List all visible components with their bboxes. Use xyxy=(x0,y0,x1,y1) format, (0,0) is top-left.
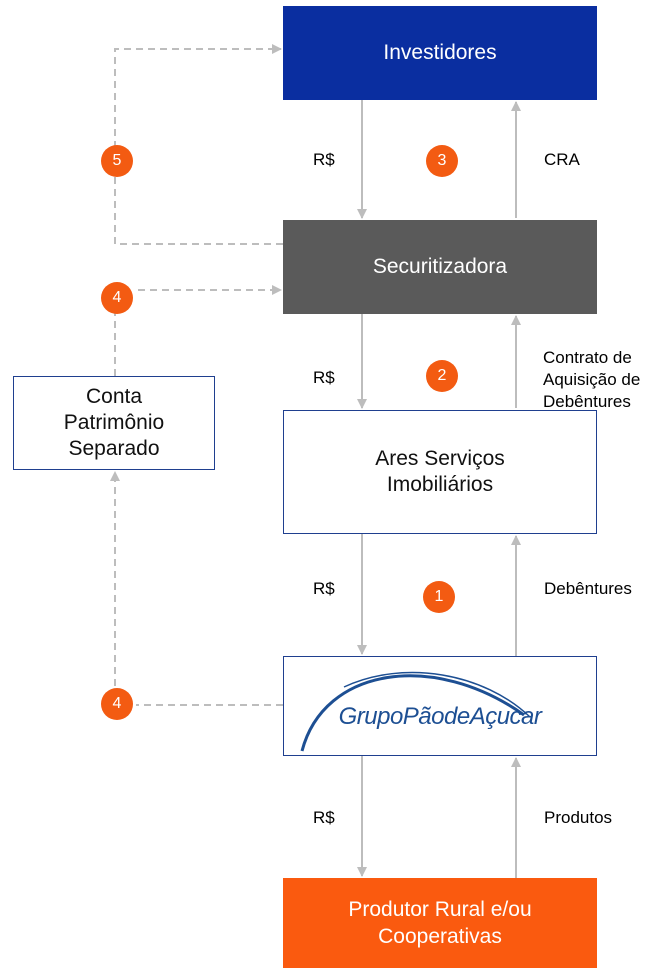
gpa-logo-arc xyxy=(300,671,531,752)
ares-box: Ares Serviços Imobiliários xyxy=(283,410,597,534)
step-badge-3: 3 xyxy=(426,145,458,177)
produtor-box: Produtor Rural e/ou Cooperativas xyxy=(283,878,597,968)
step-badge-4-top: 4 xyxy=(101,282,133,314)
flow-label-contrato: Contrato de Aquisição de Debêntures xyxy=(543,348,641,411)
flow-label-debentures: Debêntures xyxy=(544,579,632,598)
gpa-box: GrupoPãodeAçucar xyxy=(283,656,597,756)
flow-label-produtos: Produtos xyxy=(544,808,613,827)
flow-label-cra: CRA xyxy=(544,150,580,169)
step-badge-5: 5 xyxy=(101,145,133,177)
flow-label-rs-4: R$ xyxy=(313,808,335,827)
investidores-box: Investidores xyxy=(283,6,597,100)
flow-label-rs-2: R$ xyxy=(313,368,335,387)
flow-label-rs-1: R$ xyxy=(313,150,335,169)
step-badge-1: 1 xyxy=(423,581,455,613)
conta-patrimonio-box: Conta Patrimônio Separado xyxy=(13,376,215,470)
step-badge-2: 2 xyxy=(426,360,458,392)
flow-label-rs-3: R$ xyxy=(313,579,335,598)
securitizadora-label: Securitizadora xyxy=(372,255,508,278)
securitizadora-box: Securitizadora xyxy=(283,220,597,314)
gpa-logo-text: GrupoPãodeAçucar xyxy=(338,703,542,730)
ares-label: Ares Serviços Imobiliários xyxy=(375,447,505,496)
dashed-arrow-securitizadora-to-investidores xyxy=(114,44,283,245)
produtor-label: Produtor Rural e/ou Cooperativas xyxy=(348,898,532,948)
step-badge-4-bottom: 4 xyxy=(101,688,133,720)
investidores-label: Investidores xyxy=(383,41,497,64)
conta-patrimonio-label: Conta Patrimônio Separado xyxy=(63,385,165,460)
